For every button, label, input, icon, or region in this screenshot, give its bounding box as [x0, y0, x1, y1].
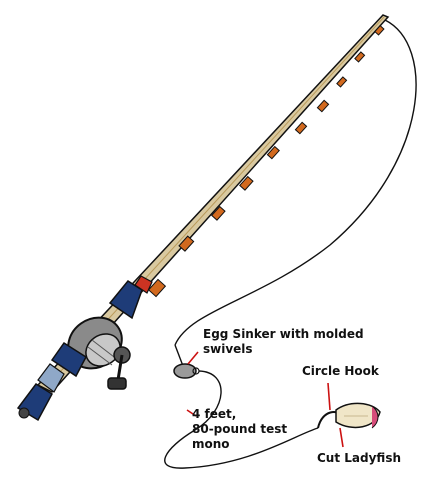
label-cut-ladyfish: Cut Ladyfish	[317, 451, 401, 466]
label-leader: 4 feet, 80-pound test mono	[192, 407, 287, 452]
label-egg-sinker: Egg Sinker with molded swivels	[203, 327, 364, 357]
leader-line	[164, 370, 222, 469]
rear-grip	[16, 341, 87, 422]
leader-line-end	[184, 427, 319, 469]
label-leader-line2: 80-pound test	[192, 422, 288, 436]
main-line	[174, 19, 417, 346]
label-leader-line3: mono	[192, 437, 230, 451]
pointer-egg-sinker	[187, 351, 199, 365]
egg-sinker	[173, 344, 200, 379]
pointer-leader	[186, 409, 197, 417]
label-circle-hook: Circle Hook	[302, 364, 379, 379]
fore-grip	[108, 275, 153, 320]
label-leader-line1: 4 feet,	[192, 407, 237, 421]
pointer-cut-ladyfish	[339, 427, 344, 448]
label-circle-hook-text: Circle Hook	[302, 364, 379, 378]
label-egg-sinker-line2: swivels	[203, 342, 253, 356]
label-egg-sinker-line1: Egg Sinker with molded	[203, 327, 364, 341]
pointer-circle-hook	[327, 382, 331, 411]
rod-guides	[147, 24, 385, 298]
ladyfish-bait	[335, 402, 381, 429]
label-cut-ladyfish-text: Cut Ladyfish	[317, 451, 401, 465]
